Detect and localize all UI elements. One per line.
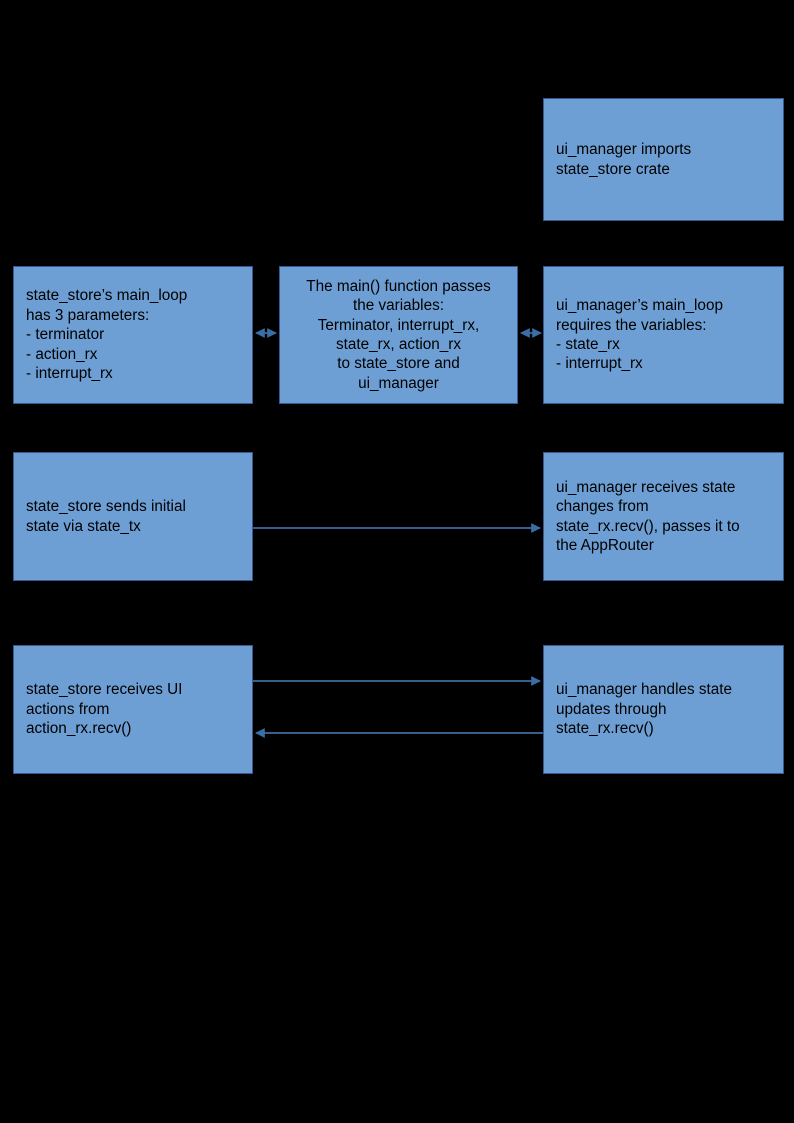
node-label: ui_manager’s main_loop requires the vari… <box>556 297 723 373</box>
node-ui-manager-main-loop-requires[interactable]: ui_manager’s main_loop requires the vari… <box>543 266 784 404</box>
node-label: state_store’s main_loop has 3 parameters… <box>26 287 188 383</box>
node-state-store-sends-initial-state[interactable]: state_store sends initial state via stat… <box>13 452 253 581</box>
node-ui-manager-handles-state-updates[interactable]: ui_manager handles state updates through… <box>543 645 784 774</box>
node-label: ui_manager imports state_store crate <box>556 141 692 178</box>
node-state-store-receives-ui-actions[interactable]: state_store receives UI actions from act… <box>13 645 253 774</box>
node-label: The main() function passes the variables… <box>306 277 491 392</box>
node-ui-manager-receives-state-changes[interactable]: ui_manager receives state changes from s… <box>543 452 784 581</box>
node-main-function-passes-variables[interactable]: The main() function passes the variables… <box>279 266 518 404</box>
node-state-store-main-loop-parameters[interactable]: state_store’s main_loop has 3 parameters… <box>13 266 253 404</box>
node-ui-manager-imports[interactable]: ui_manager imports state_store crate <box>543 98 784 221</box>
node-label: state_store sends initial state via stat… <box>26 498 186 535</box>
node-label: ui_manager handles state updates through… <box>556 681 733 738</box>
node-label: state_store receives UI actions from act… <box>26 681 183 738</box>
node-label: ui_manager receives state changes from s… <box>556 478 740 554</box>
